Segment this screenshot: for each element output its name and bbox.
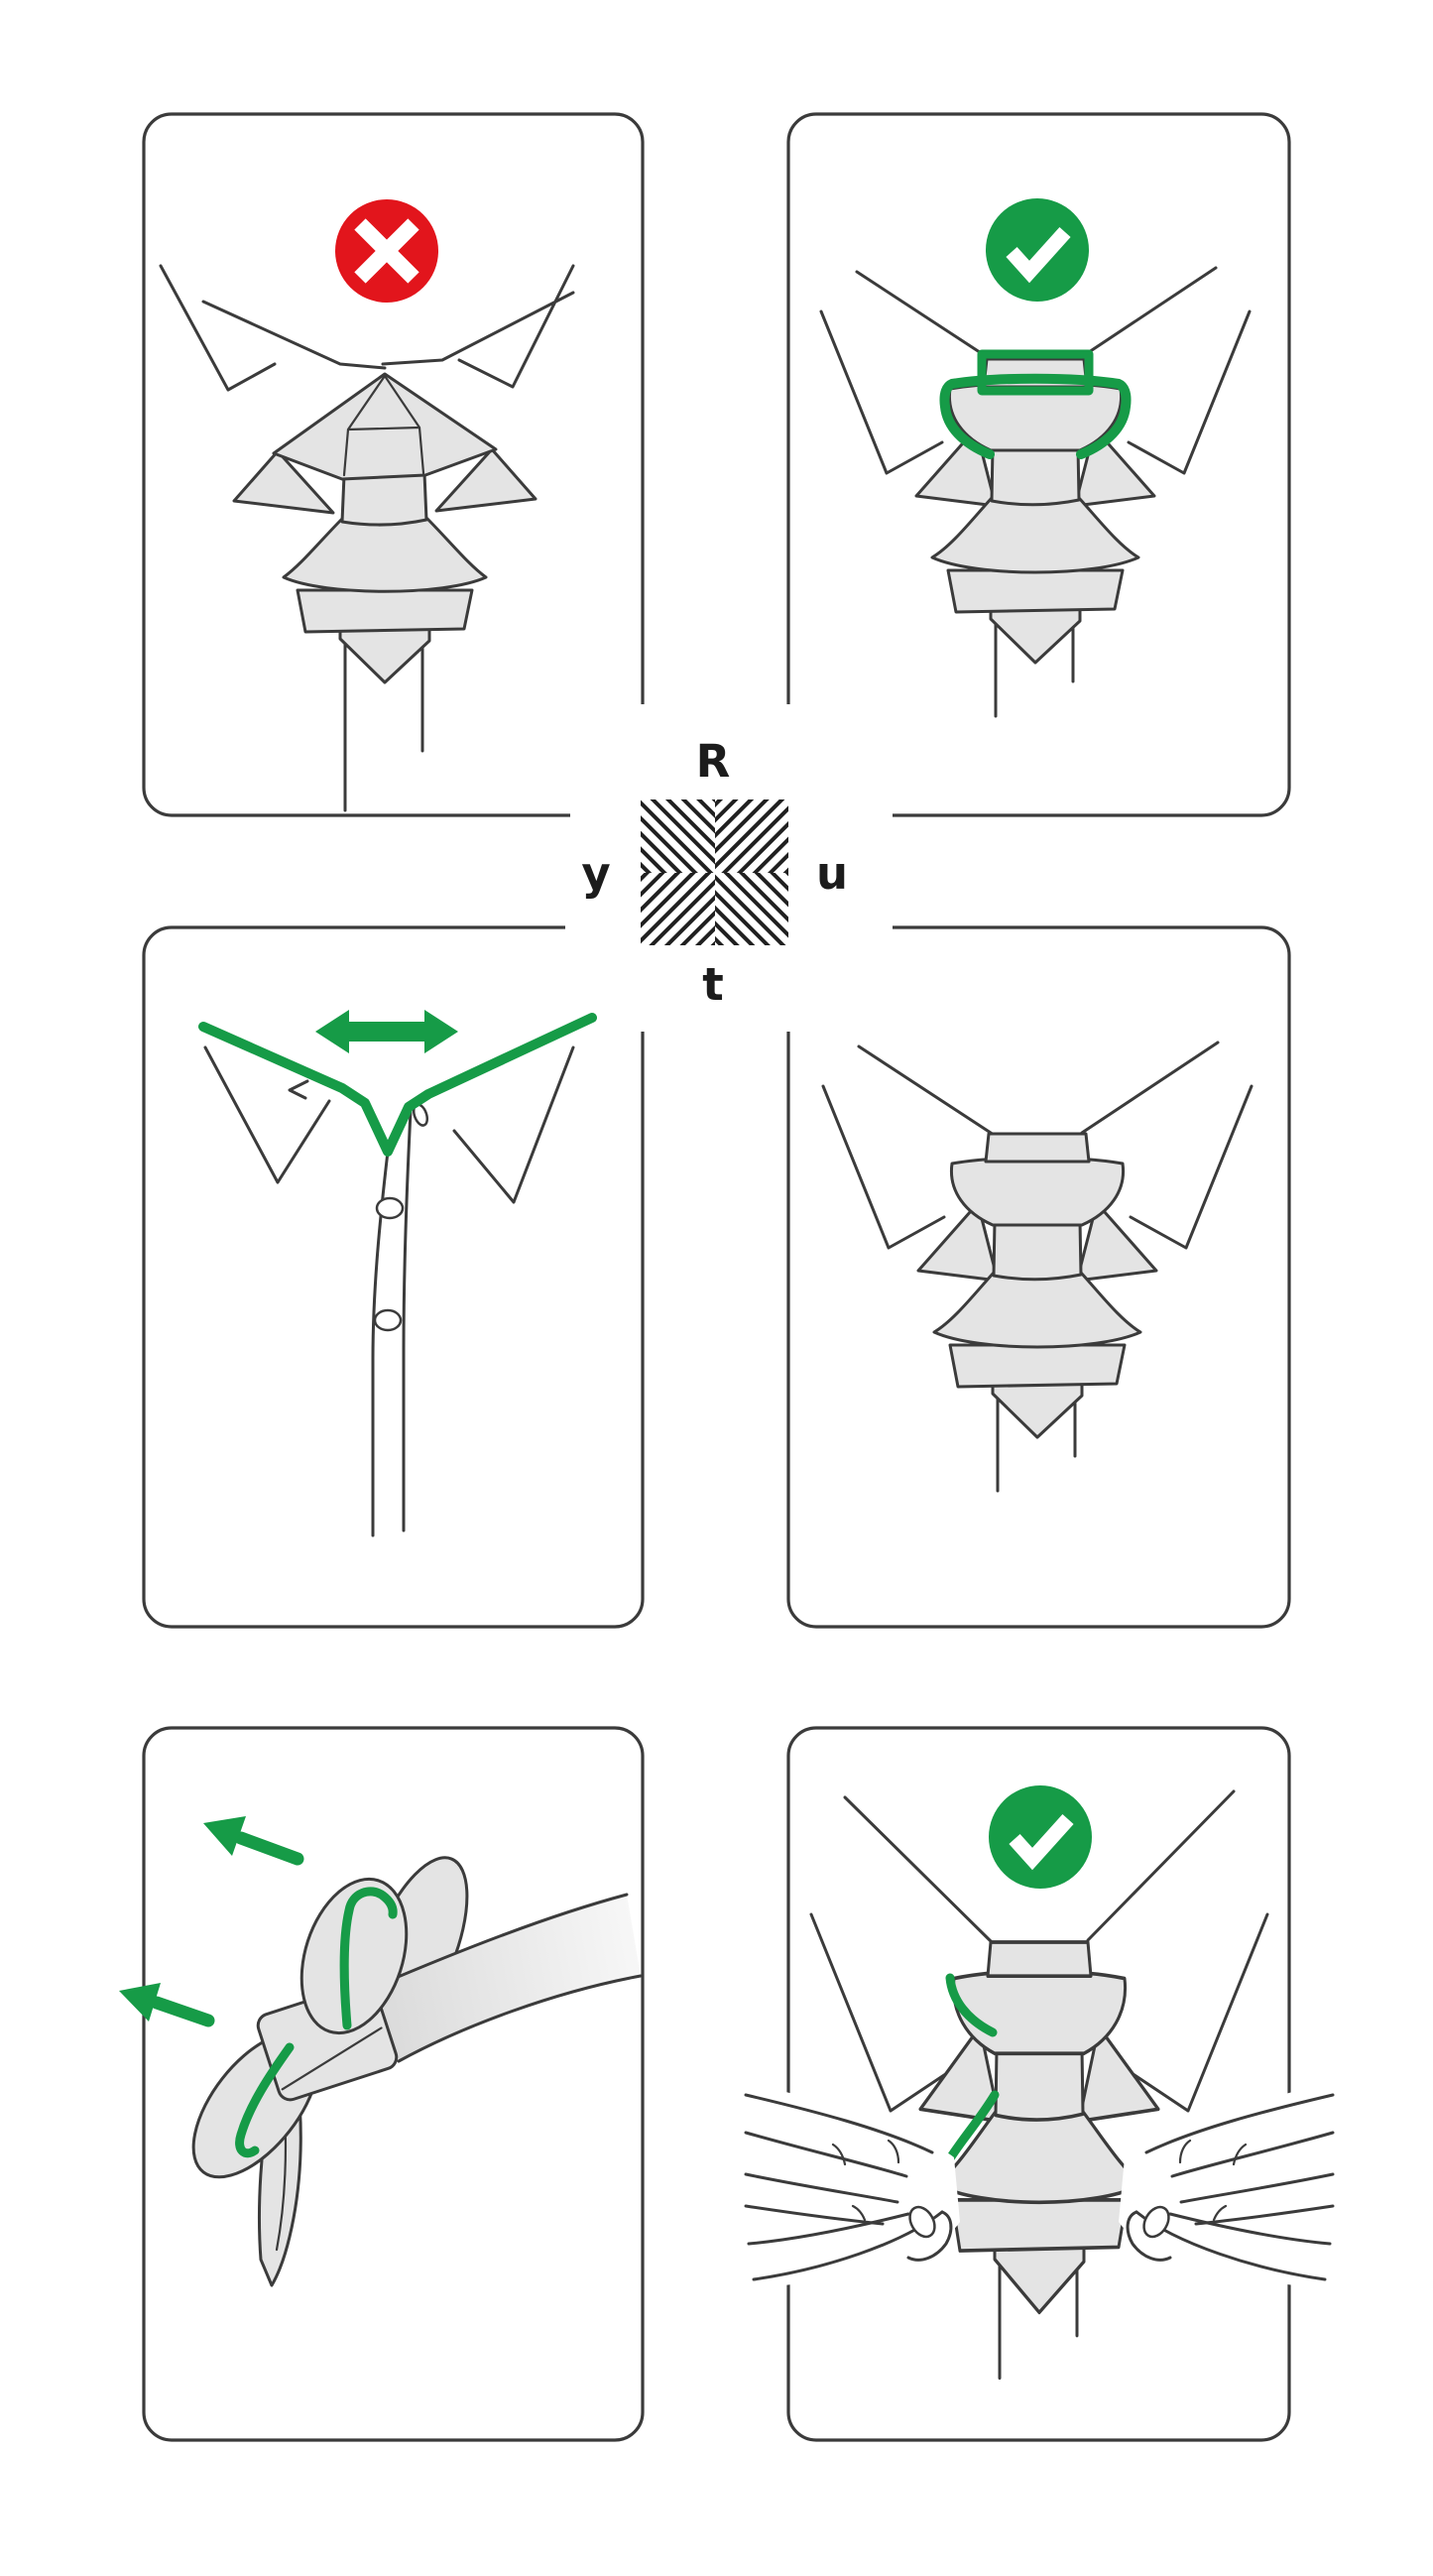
panel-correct-border: [786, 112, 1291, 817]
right-hand: [1117, 2079, 1337, 2291]
error-icon: [335, 199, 438, 303]
neckband-path: [198, 1013, 597, 1157]
legend-letter-top: R: [696, 735, 731, 788]
cord-upper: [339, 1887, 398, 2030]
arrow-up-left-icon: [119, 1983, 215, 2027]
left-right-arrow-icon: [315, 1010, 458, 1053]
legend-letter-left: y: [581, 847, 610, 900]
success-icon: [989, 1785, 1092, 1889]
cord-lower: [235, 2042, 295, 2158]
neckband-highlight: [939, 349, 1132, 459]
panel-collar-adjust-border: [142, 925, 645, 1629]
panel-collar-band-adjust: [198, 1010, 597, 1537]
placket-button: [375, 1196, 405, 1220]
legend-letter-bottom: t: [702, 958, 724, 1011]
bow-front-loop: [299, 1877, 409, 2035]
panel-knot-position-correct: [819, 198, 1252, 718]
panel-knot-front-view: [821, 1041, 1254, 1493]
left-hand: [742, 2079, 962, 2291]
panel-loosen-loops: [119, 1816, 643, 2287]
panel-loosen-border: [142, 1726, 645, 2442]
success-icon: [986, 198, 1089, 302]
panel-fluff-border: [786, 1726, 1291, 2442]
panel-spread-and-fluff: [742, 1785, 1337, 2381]
panel-wrong-border: [142, 112, 645, 817]
arrow-up-left-icon: [203, 1816, 304, 1866]
cravat-knot: [918, 1940, 1160, 2381]
shirt-collar: [809, 1789, 1269, 2113]
shirt-collar: [203, 1045, 575, 1537]
panel-knot-position-wrong: [159, 199, 575, 812]
edge-highlight-upper: [945, 1973, 998, 2037]
panel-front-view-border: [786, 925, 1291, 1629]
legend-letter-right: u: [816, 847, 848, 900]
neckband-strap: [375, 1893, 643, 2063]
placket-button: [373, 1308, 403, 1332]
cravat-knot-low: [159, 264, 575, 812]
legend: R y u t: [581, 735, 848, 1011]
fabric-hatch-swatch-icon: [641, 799, 788, 945]
